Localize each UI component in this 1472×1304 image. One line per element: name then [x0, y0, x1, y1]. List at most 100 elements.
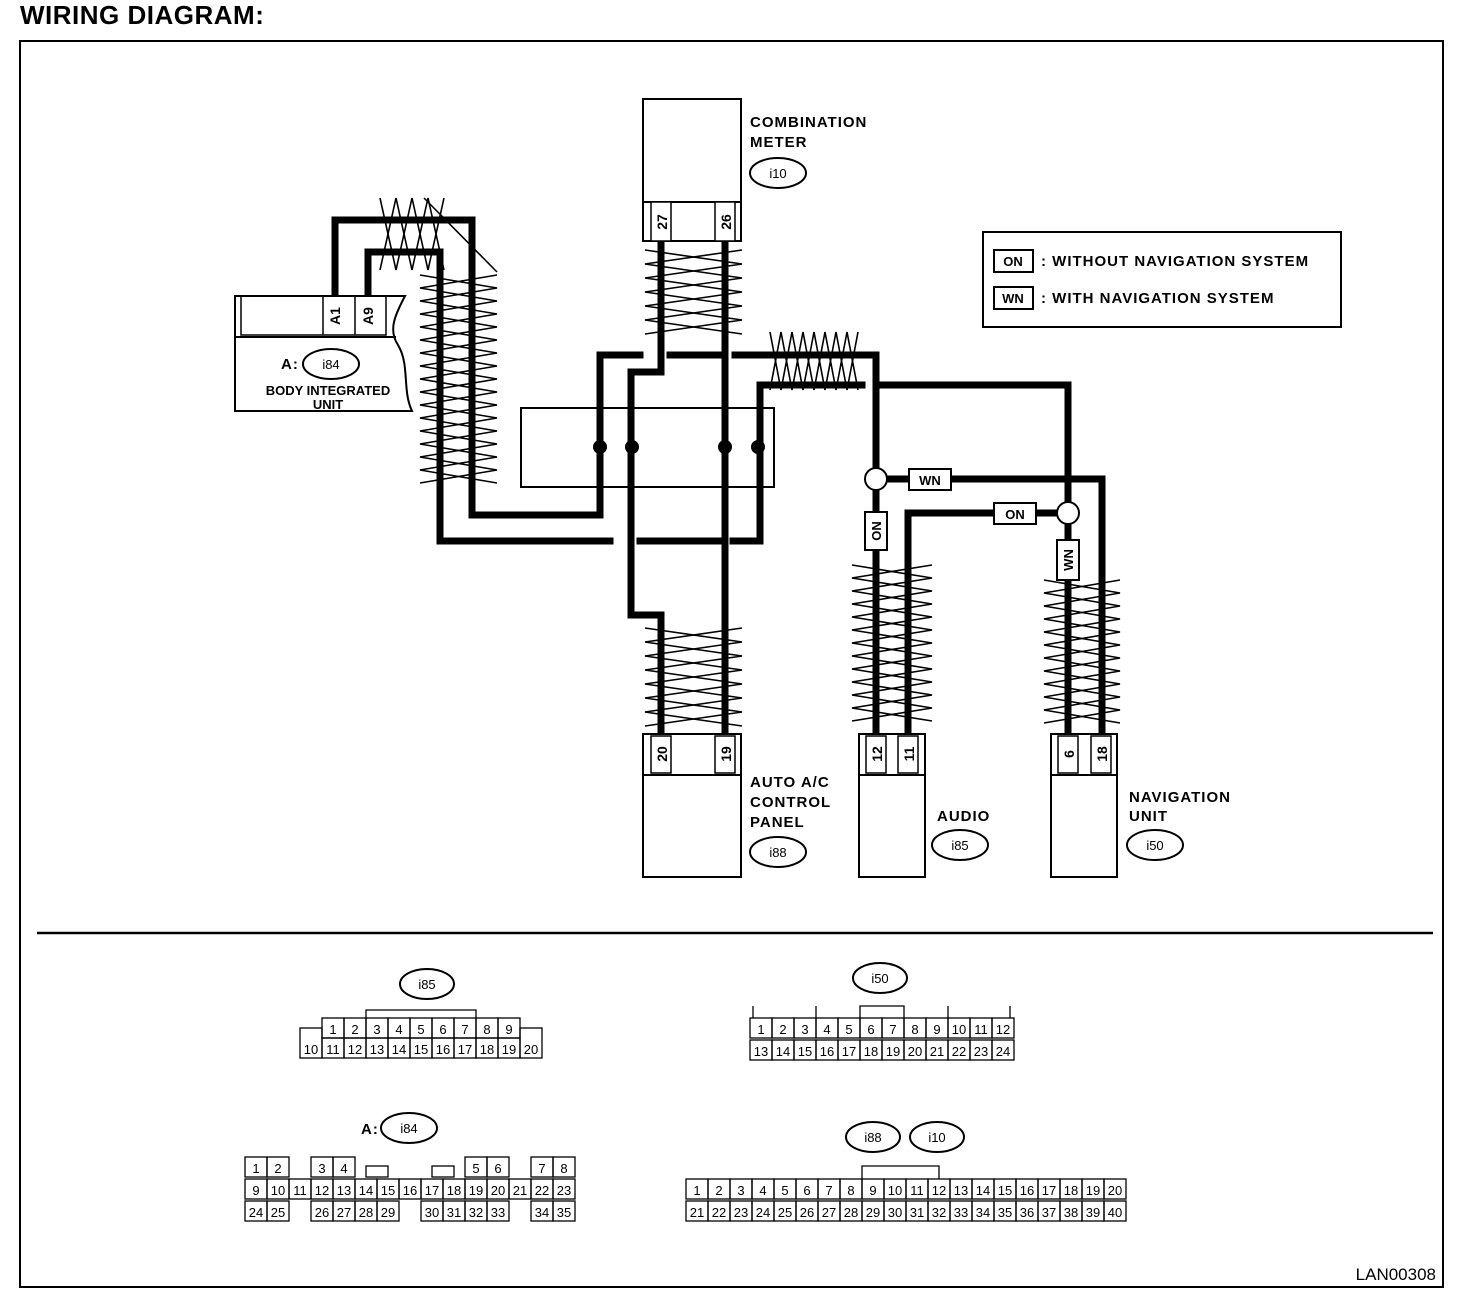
svg-text:5: 5 [472, 1161, 479, 1176]
junction-audio [864, 467, 888, 491]
svg-text:17: 17 [425, 1183, 439, 1198]
i88-i10-pin: 29 [861, 1200, 885, 1222]
i50-pin: 9 [925, 1017, 949, 1039]
svg-text:ON: ON [869, 521, 884, 541]
i88-i10-pin: 19 [1081, 1178, 1105, 1200]
svg-text:7: 7 [461, 1022, 468, 1037]
i50-pin: 24 [991, 1039, 1015, 1061]
svg-text:24: 24 [249, 1205, 263, 1220]
svg-text:6: 6 [494, 1161, 501, 1176]
svg-text:23: 23 [974, 1044, 988, 1059]
i88-i10-pin: 36 [1015, 1200, 1039, 1222]
svg-text:37: 37 [1042, 1205, 1056, 1220]
svg-text:2: 2 [351, 1022, 358, 1037]
svg-text:5: 5 [417, 1022, 424, 1037]
i85-pin: 9 [497, 1017, 521, 1039]
wire-biu-a9 [364, 248, 614, 545]
i85-pin: 16 [431, 1037, 455, 1059]
i84-pin: 28 [354, 1200, 378, 1222]
svg-text:27: 27 [654, 214, 670, 230]
i88-i10-pin: 1 [685, 1178, 709, 1200]
twist-biu [419, 274, 498, 484]
i88-i10-pin: 16 [1015, 1178, 1039, 1200]
i50-pin: 13 [749, 1039, 773, 1061]
i85-pin: 5 [409, 1017, 433, 1039]
svg-text:6: 6 [803, 1183, 810, 1198]
svg-text:i50: i50 [1146, 838, 1163, 853]
i84-pin: 21 [508, 1178, 532, 1200]
i84-pin: 24 [244, 1200, 268, 1222]
i88-i10-pin: 31 [905, 1200, 929, 1222]
i50-pin: 2 [771, 1017, 795, 1039]
i50-pin: 3 [793, 1017, 817, 1039]
tag-on-vertical: ON [864, 511, 888, 551]
face-label-i50: i50 [852, 962, 908, 994]
svg-text:10: 10 [952, 1022, 966, 1037]
svg-text:18: 18 [864, 1044, 878, 1059]
svg-text:4: 4 [395, 1022, 402, 1037]
i50-pin: 19 [881, 1039, 905, 1061]
svg-text:20: 20 [524, 1042, 538, 1057]
i88-i10-pin: 4 [751, 1178, 775, 1200]
svg-text:11: 11 [910, 1183, 924, 1198]
svg-text:A:: A: [361, 1121, 379, 1138]
svg-text:2: 2 [274, 1161, 281, 1176]
svg-text:UNIT: UNIT [1129, 808, 1168, 825]
svg-text:29: 29 [866, 1205, 880, 1220]
tag-on-horizontal: ON [993, 502, 1037, 525]
i88-i10-pin: 14 [971, 1178, 995, 1200]
i84-pin: 33 [486, 1200, 510, 1222]
svg-text:11: 11 [293, 1183, 307, 1198]
i88-i10-pin: 39 [1081, 1200, 1105, 1222]
i88-i10-pin: 30 [883, 1200, 907, 1222]
svg-text:17: 17 [458, 1042, 472, 1057]
i84-pin: 2 [266, 1156, 290, 1178]
i88-i10-pin: 26 [795, 1200, 819, 1222]
i50-pin: 16 [815, 1039, 839, 1061]
svg-text:9: 9 [933, 1022, 940, 1037]
i88-i10-pin: 21 [685, 1200, 709, 1222]
svg-text:6: 6 [439, 1022, 446, 1037]
svg-text:METER: METER [750, 134, 808, 151]
i50-pin: 23 [969, 1039, 993, 1061]
i85-pin: 20 [519, 1027, 543, 1059]
svg-text:9: 9 [869, 1183, 876, 1198]
i84-pin: 4 [332, 1156, 356, 1178]
svg-text:25: 25 [271, 1205, 285, 1220]
twist-biu-top [379, 197, 445, 271]
svg-text:15: 15 [414, 1042, 428, 1057]
combination-meter: 27 26 COMBINATION METER i10 [642, 98, 866, 242]
i50-pin: 21 [925, 1039, 949, 1061]
svg-text:AUTO A/C: AUTO A/C [750, 774, 830, 791]
i84-pin: 8 [552, 1156, 576, 1178]
svg-text:13: 13 [754, 1044, 768, 1059]
svg-text:6: 6 [1061, 750, 1077, 758]
i84-pin: 14 [354, 1178, 378, 1200]
i88-i10-pin: 15 [993, 1178, 1017, 1200]
svg-text:36: 36 [1020, 1205, 1034, 1220]
i84-pin: 23 [552, 1178, 576, 1200]
svg-text:35: 35 [557, 1205, 571, 1220]
svg-text:12: 12 [869, 746, 885, 762]
tag-wn-vertical: WN [1056, 539, 1080, 581]
i85-pin: 1 [321, 1017, 345, 1039]
svg-text:1: 1 [329, 1022, 336, 1037]
i84-pin: 16 [398, 1178, 422, 1200]
svg-text:21: 21 [690, 1205, 704, 1220]
i88-i10-pin: 2 [707, 1178, 731, 1200]
i88-i10-pin: 20 [1103, 1178, 1127, 1200]
svg-text:11: 11 [974, 1022, 988, 1037]
svg-text:PANEL: PANEL [750, 814, 805, 831]
i84-pin: 27 [332, 1200, 356, 1222]
svg-text:i88: i88 [864, 1130, 881, 1145]
diagram-frame [19, 40, 1444, 1288]
svg-text:32: 32 [469, 1205, 483, 1220]
svg-text:1: 1 [252, 1161, 259, 1176]
svg-text:30: 30 [888, 1205, 902, 1220]
svg-text:11: 11 [901, 746, 917, 761]
face-label-i88-i10: i88 i10 [845, 1121, 965, 1153]
svg-text:35: 35 [998, 1205, 1012, 1220]
i85-pin: 17 [453, 1037, 477, 1059]
svg-text:20: 20 [1108, 1183, 1122, 1198]
